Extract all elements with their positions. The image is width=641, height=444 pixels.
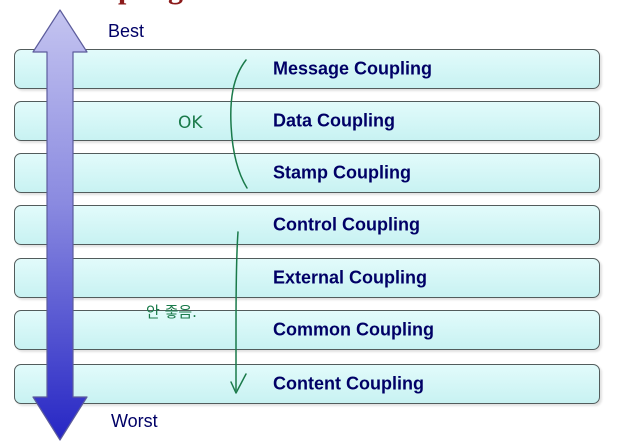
not-good-note: 안 좋음.	[146, 303, 197, 321]
worst-label: Worst	[111, 411, 158, 431]
level-external-coupling: External Coupling	[14, 258, 600, 298]
ok-note: OK	[178, 113, 203, 133]
level-common-coupling: Common Coupling	[14, 310, 600, 350]
level-label: Stamp Coupling	[273, 162, 411, 183]
slide-title-fragment: pling	[118, 0, 228, 6]
bracket-bad-stroke	[235, 231, 239, 391]
level-message-coupling: Message Coupling	[14, 49, 600, 89]
level-label: Data Coupling	[273, 110, 395, 131]
level-content-coupling: Content Coupling	[14, 364, 600, 404]
level-label: External Coupling	[273, 267, 428, 288]
level-label: Content Coupling	[273, 373, 424, 394]
checkmark-icon	[230, 373, 247, 394]
double-arrow-icon	[32, 9, 88, 441]
level-label: Message Coupling	[273, 58, 433, 79]
level-data-coupling: Data Coupling	[14, 101, 600, 141]
level-label: Control Coupling	[273, 214, 420, 235]
bracket-good-stroke	[230, 59, 248, 189]
level-stamp-coupling: Stamp Coupling	[14, 153, 600, 193]
best-label: Best	[108, 21, 145, 41]
level-label: Common Coupling	[273, 319, 434, 340]
level-control-coupling: Control Coupling	[14, 205, 600, 245]
